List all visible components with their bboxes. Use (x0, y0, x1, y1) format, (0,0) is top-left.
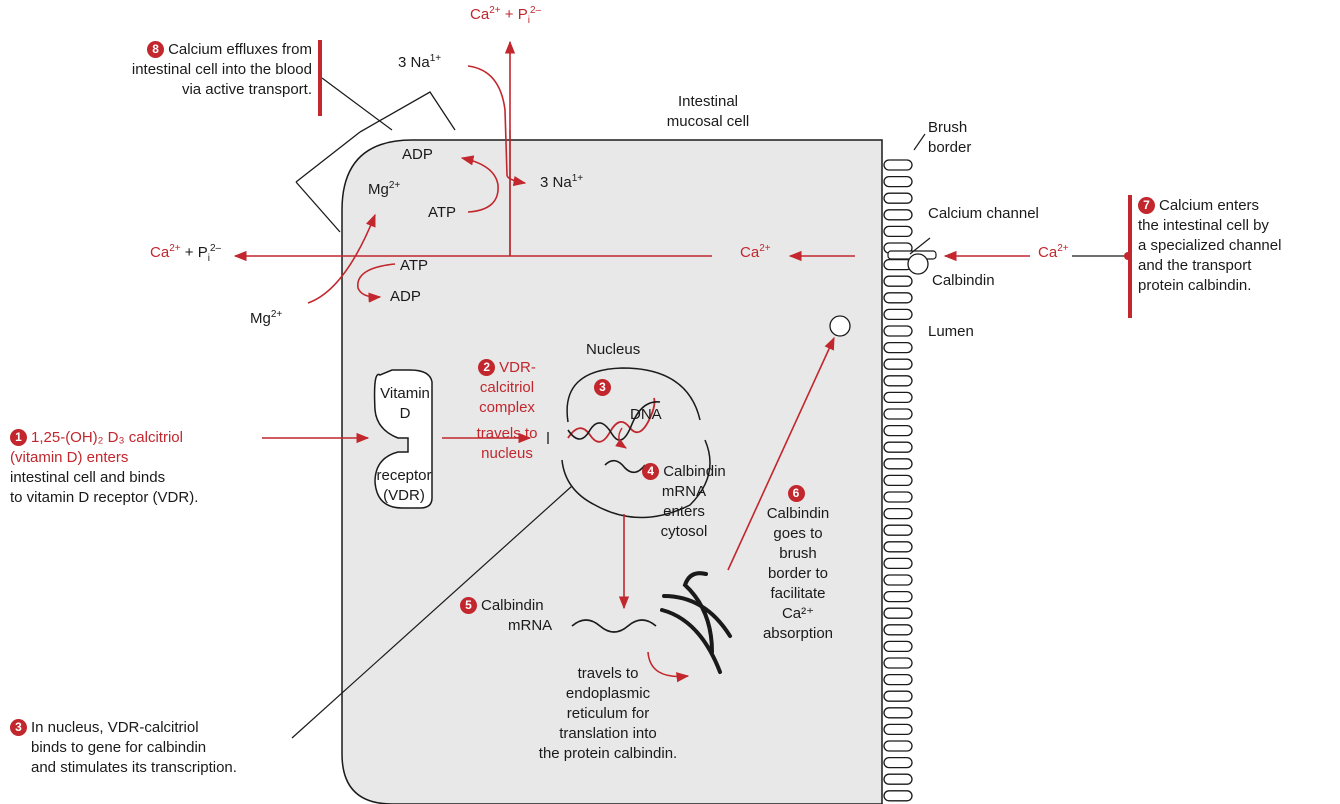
atp-upper-label: ATP (428, 204, 456, 221)
microvillus (884, 741, 912, 751)
microvillus (884, 309, 912, 319)
calbindin-carrier-2 (830, 316, 850, 336)
efflux-ca-pi-label: Ca2+ + Pi2– (150, 244, 221, 261)
lumen-label: Lumen (928, 322, 974, 342)
sodium-out-label: 3 Na1+ (398, 54, 441, 71)
microvillus (884, 226, 912, 236)
microvillus (884, 326, 912, 336)
microvillus (884, 708, 912, 718)
cytosol-ca-label: Ca2+ (740, 244, 771, 261)
microvillus (884, 575, 912, 585)
microvillus (884, 276, 912, 286)
microvillus (884, 409, 912, 419)
microvillus (884, 193, 912, 203)
microvillus (884, 641, 912, 651)
blood-ca-pi-label: Ca2+ + Pi2– (470, 6, 541, 23)
microvillus (884, 542, 912, 552)
sodium-in-label: 3 Na1+ (540, 174, 583, 191)
step6-text: 6 Calbindin goes to brush border to faci… (752, 484, 844, 644)
microvillus (884, 359, 912, 369)
microvillus (884, 791, 912, 801)
mg-inside-label: Mg2+ (368, 181, 400, 198)
microvillus (884, 675, 912, 685)
er-caption: travels to endoplasmic reticulum for tra… (528, 664, 688, 764)
efflux-pump-frame (360, 92, 455, 132)
microvillus (884, 293, 912, 303)
adp-lower-label: ADP (390, 288, 421, 305)
microvillus (884, 475, 912, 485)
mg-outside-label: Mg2+ (250, 310, 282, 327)
microvillus (884, 509, 912, 519)
microvillus (884, 558, 912, 568)
calbindin-label: Calbindin (932, 271, 995, 291)
brush-border-pointer (914, 134, 925, 150)
atp-lower-label: ATP (400, 257, 428, 274)
calcium-channel-label: Calcium channel (928, 204, 1039, 224)
microvillus (884, 376, 912, 386)
calbindin-carrier-1 (908, 254, 928, 274)
efflux-pump-frame-bottom (296, 182, 340, 232)
step8-bar (318, 40, 322, 116)
microvillus (884, 774, 912, 784)
adp-upper-label: ADP (402, 146, 433, 163)
microvillus (884, 691, 912, 701)
receptor-bottom-label: receptor(VDR) (372, 466, 436, 506)
microvillus (884, 426, 912, 436)
microvillus (884, 160, 912, 170)
microvillus (884, 210, 912, 220)
microvillus (884, 724, 912, 734)
microvillus (884, 442, 912, 452)
microvillus (884, 608, 912, 618)
lumen-ca-label: Ca2+ (1038, 244, 1069, 261)
microvillus (884, 392, 912, 402)
microvillus (884, 658, 912, 668)
microvillus (884, 592, 912, 602)
step7-bar (1128, 195, 1132, 318)
nucleus-label: Nucleus (586, 340, 640, 360)
step8-pointer-line (322, 78, 392, 130)
dna-label: DNA (630, 405, 662, 425)
microvillus (884, 177, 912, 187)
microvillus (884, 758, 912, 768)
microvillus (884, 525, 912, 535)
step3-marker: 3 (594, 378, 615, 398)
microvillus (884, 625, 912, 635)
microvillus (884, 343, 912, 353)
microvillus (884, 492, 912, 502)
microvillus (884, 459, 912, 469)
